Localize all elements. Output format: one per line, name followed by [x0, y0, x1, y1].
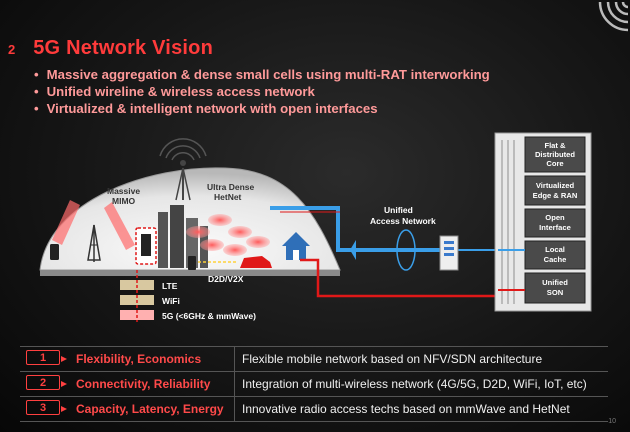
- row-description: Integration of multi-wireless network (4…: [242, 377, 587, 391]
- core-box-label: Open: [545, 213, 565, 222]
- access-ring: [396, 229, 416, 271]
- bullet-item: Unified wireline & wireless access netwo…: [34, 83, 490, 100]
- cone-icon: [350, 240, 356, 260]
- slide-number: 2: [8, 42, 16, 57]
- car-icon: [240, 256, 272, 268]
- d2d-label: D2D/V2X: [208, 274, 244, 284]
- core-box-label: Interface: [539, 223, 571, 232]
- unified-access-label-line2: Access Network: [370, 216, 436, 226]
- row-label: Capacity, Latency, Energy: [76, 402, 224, 416]
- core-box-label: Core: [546, 159, 563, 168]
- table-row: 1 Flexibility, Economics Flexible mobile…: [20, 346, 608, 372]
- device-icon: [188, 256, 196, 270]
- massive-mimo-label-line1: Massive: [107, 186, 140, 196]
- core-box-label: Local: [545, 245, 565, 254]
- page-number: 10: [608, 418, 616, 425]
- lte-label: LTE: [162, 281, 178, 291]
- massive-mimo-label-line2: MIMO: [112, 196, 136, 206]
- wifi-label: WiFi: [162, 296, 180, 306]
- slide-header: 2 5G Network Vision: [8, 37, 213, 60]
- blue-link: [270, 206, 440, 252]
- mimo-tower-icon: [52, 200, 135, 262]
- bullet-item: Massive aggregation & dense small cells …: [34, 66, 490, 83]
- phone-icon: [50, 244, 59, 260]
- core-box-virtualized: Virtualized Edge & RAN: [524, 175, 586, 206]
- bullet-list: Massive aggregation & dense small cells …: [34, 66, 490, 117]
- unified-access-label-line1: Unified: [384, 205, 413, 215]
- column-divider: [234, 397, 235, 421]
- ultra-dense-label-line1: Ultra Dense: [207, 182, 255, 192]
- column-divider: [234, 347, 235, 371]
- row-number: 2: [26, 375, 67, 390]
- house-icon: [282, 232, 310, 260]
- core-box-label: SON: [547, 288, 563, 297]
- bullet-item: Virtualized & intelligent network with o…: [34, 100, 490, 117]
- ultra-dense-label-line2: HetNet: [214, 192, 242, 202]
- table-row: 2 Connectivity, Reliability Integration …: [20, 372, 608, 397]
- wireless-link-stack: [120, 270, 154, 322]
- ground-base: [40, 270, 340, 276]
- row-number: 3: [26, 400, 67, 415]
- server-icon: [439, 235, 459, 271]
- macro-tower-icon: [159, 138, 207, 201]
- core-box-local-cache: Local Cache: [524, 240, 586, 270]
- corner-decoration-icon: [598, 1, 629, 32]
- core-box-label: Unified: [542, 278, 568, 287]
- 5g-label: 5G (<6GHz & mmWave): [162, 311, 256, 321]
- core-box-label: Virtualized: [536, 181, 575, 190]
- core-box-label: Edge & RAN: [533, 191, 578, 200]
- column-divider: [234, 372, 235, 396]
- small-cells-icon: [186, 214, 270, 256]
- row-label: Flexibility, Economics: [76, 352, 202, 366]
- table-row: 3 Capacity, Latency, Energy Innovative r…: [20, 397, 608, 422]
- row-label: Connectivity, Reliability: [76, 377, 211, 391]
- row-description: Innovative radio access techs based on m…: [242, 402, 570, 416]
- core-box-open-interface: Open Interface: [524, 208, 586, 238]
- rack-connector-lines: [501, 140, 515, 304]
- row-description: Flexible mobile network based on NFV/SDN…: [242, 352, 543, 366]
- slide-title: 5G Network Vision: [33, 37, 213, 59]
- core-box-unified-son: Unified SON: [524, 272, 586, 304]
- feature-table: 1 Flexibility, Economics Flexible mobile…: [20, 346, 608, 422]
- core-box-label: Cache: [544, 255, 567, 264]
- row-number: 1: [26, 350, 67, 365]
- core-box-label: Flat &: [544, 141, 566, 150]
- core-box-label: Distributed: [535, 150, 575, 159]
- core-box-flat: Flat & Distributed Core: [524, 136, 586, 173]
